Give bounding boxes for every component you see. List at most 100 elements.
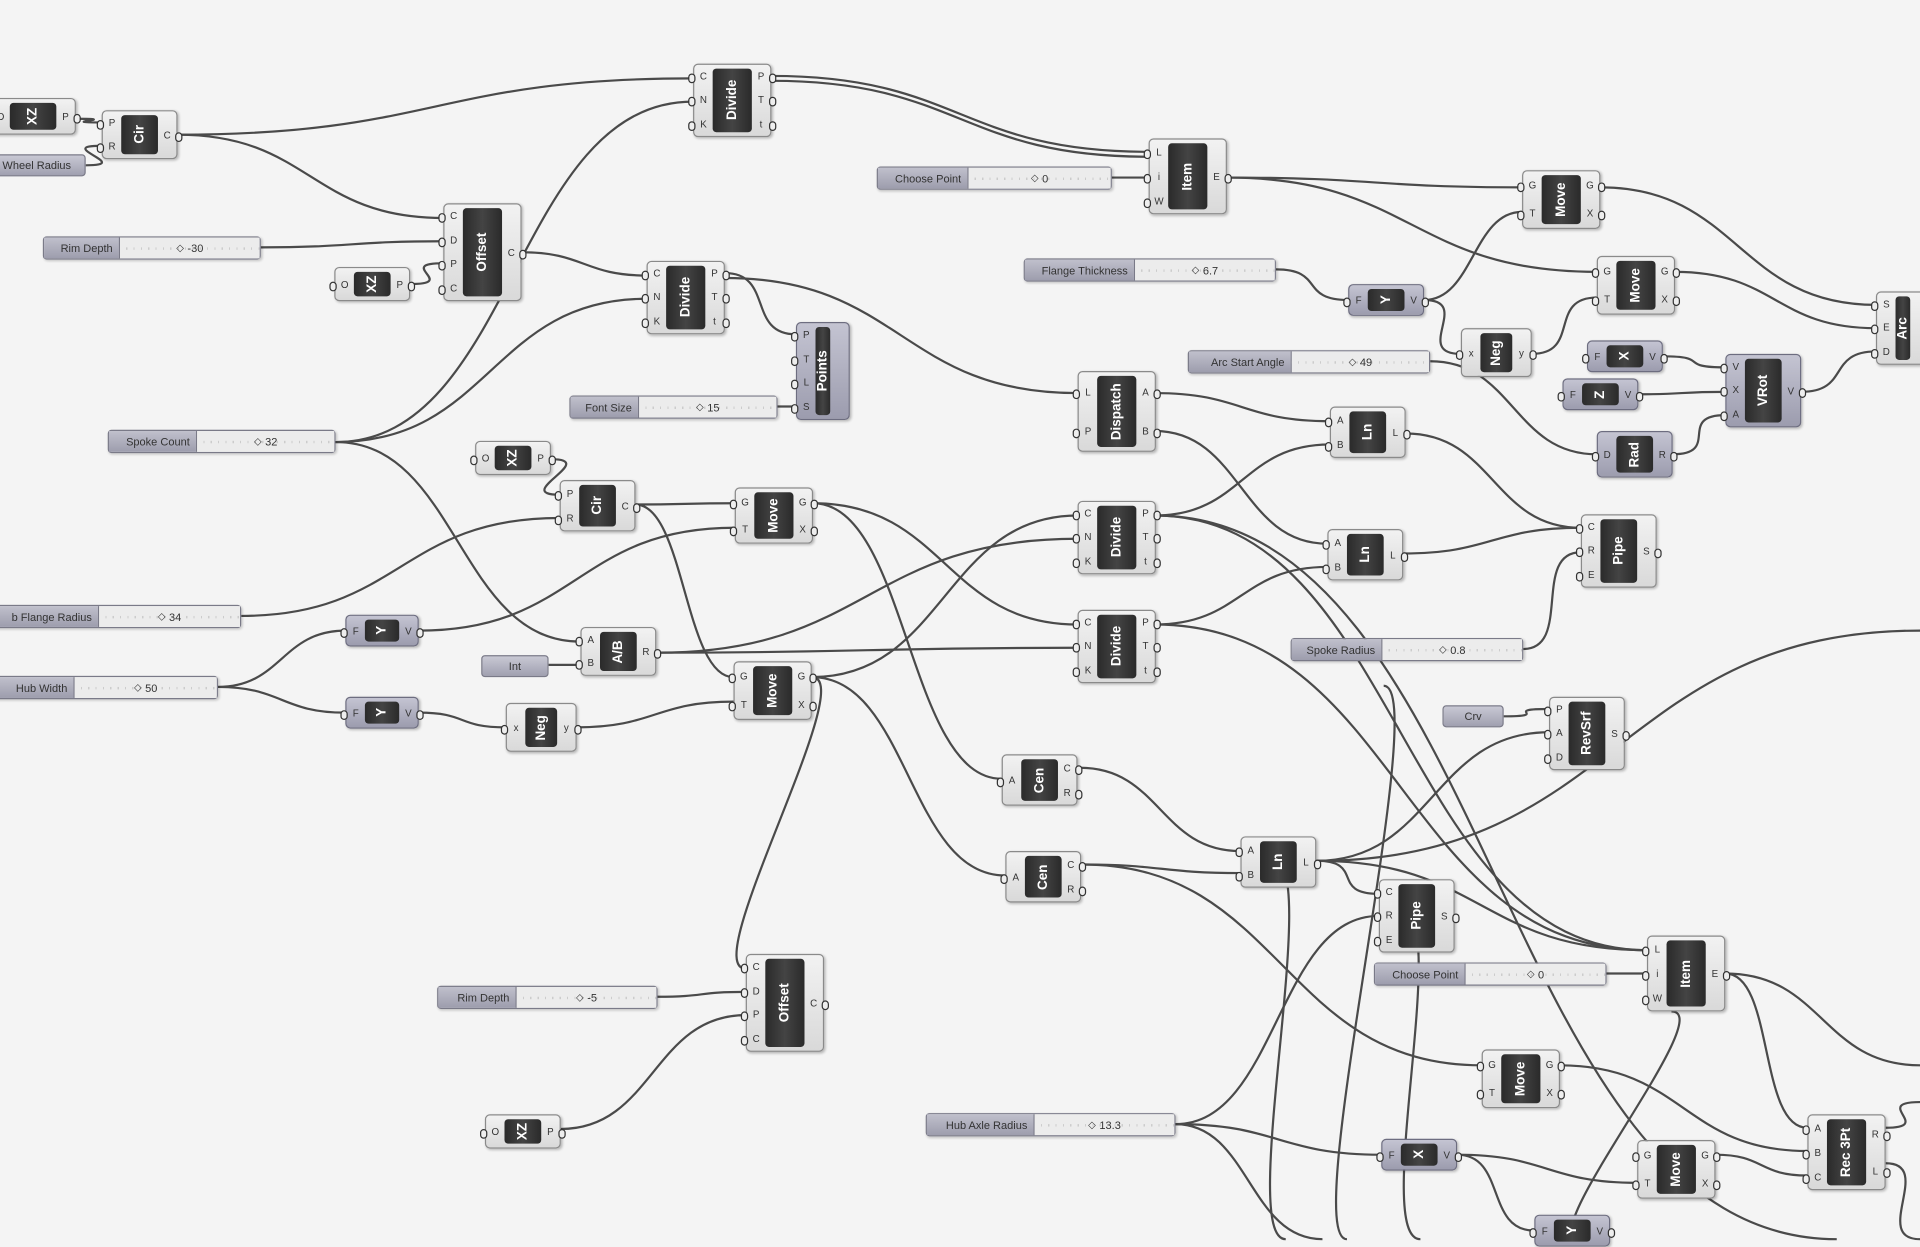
output-port[interactable]: C [1063, 762, 1083, 775]
output-port[interactable]: R [642, 645, 662, 659]
output-port[interactable]: E [1709, 968, 1731, 981]
output-port[interactable]: X [1585, 208, 1606, 221]
output-port[interactable]: L [1870, 1165, 1891, 1178]
input-port[interactable]: R [1373, 910, 1393, 923]
output-port[interactable]: t [756, 119, 777, 131]
slider-track[interactable]: ◇6.7 [1135, 259, 1275, 281]
slider-track[interactable]: ◇50 [74, 677, 217, 698]
slider-grip-icon[interactable]: ◇ [1526, 968, 1535, 980]
input-port[interactable]: F [340, 625, 361, 638]
input-port[interactable]: C [740, 961, 760, 974]
slider-grip-icon[interactable]: ◇ [1030, 172, 1039, 184]
input-port[interactable]: N [1072, 641, 1092, 654]
input-port[interactable]: C [1802, 1171, 1822, 1184]
input-port[interactable]: B [1322, 561, 1343, 574]
input-port[interactable]: G [728, 671, 748, 684]
input-port[interactable]: P [740, 1009, 762, 1022]
input-port[interactable]: T [1632, 1178, 1653, 1191]
output-port[interactable]: V [403, 625, 424, 638]
input-port[interactable]: C [1575, 521, 1595, 535]
output-port[interactable]: G [1660, 265, 1681, 278]
output-port[interactable]: C [507, 246, 527, 259]
input-port[interactable]: E [1373, 934, 1395, 947]
output-port[interactable]: V [1408, 294, 1429, 307]
input-port[interactable]: B [1324, 439, 1346, 452]
input-port[interactable]: K [1072, 556, 1093, 568]
input-port[interactable]: T [1476, 1087, 1498, 1100]
slider-grip-icon[interactable]: ◇ [576, 991, 584, 1003]
output-port[interactable]: B [1140, 426, 1161, 438]
number-slider[interactable]: Flange Thickness◇6.7 [1023, 258, 1276, 282]
output-port[interactable]: V [1647, 351, 1668, 364]
output-port[interactable]: S [1641, 546, 1662, 558]
input-port[interactable]: V [1720, 361, 1741, 374]
slider-track[interactable]: ◇-5 [516, 986, 657, 1008]
number-slider[interactable]: Rim Depth◇-30 [42, 236, 261, 260]
output-port[interactable]: G [798, 496, 818, 509]
slider-track[interactable]: ◇0 [968, 167, 1111, 189]
input-port[interactable]: C [438, 282, 458, 295]
output-port[interactable]: P [709, 268, 730, 281]
input-port[interactable]: L [1143, 146, 1164, 159]
input-port[interactable]: F [1376, 1149, 1397, 1162]
input-port[interactable]: C [1373, 886, 1393, 899]
input-port[interactable]: R [1575, 545, 1595, 558]
output-port[interactable]: X [796, 699, 817, 712]
input-port[interactable]: P [1544, 704, 1565, 717]
input-port[interactable]: O [329, 278, 349, 291]
input-port[interactable]: W [1642, 992, 1662, 1005]
input-port[interactable]: E [1575, 569, 1597, 582]
input-port[interactable]: D [438, 234, 458, 248]
output-port[interactable]: T [1140, 532, 1161, 545]
output-port[interactable]: C [621, 500, 641, 513]
input-port[interactable]: P [1072, 426, 1093, 438]
output-port[interactable]: t [1140, 556, 1161, 568]
output-port[interactable]: L [1300, 857, 1322, 869]
input-port[interactable]: K [1072, 665, 1093, 677]
input-port[interactable]: A [996, 774, 1018, 787]
input-port[interactable]: A [1000, 871, 1021, 884]
slider-track[interactable]: ◇0 [1465, 963, 1606, 985]
slider-track[interactable]: ◇49 [1291, 351, 1429, 373]
slider-track[interactable]: ◇34 [99, 606, 241, 627]
number-slider[interactable]: Choose Point◇0 [876, 166, 1112, 190]
output-port[interactable]: R [1063, 786, 1083, 799]
output-port[interactable]: R [1067, 883, 1087, 896]
input-port[interactable]: T [729, 523, 751, 536]
output-port[interactable]: P [545, 1126, 566, 1139]
output-port[interactable]: V [1622, 389, 1644, 402]
output-port[interactable]: X [1659, 294, 1681, 307]
input-port[interactable]: G [729, 496, 749, 509]
input-port[interactable]: L [1072, 386, 1093, 399]
input-port[interactable]: A [1235, 844, 1256, 857]
input-port[interactable]: E [1871, 323, 1892, 335]
slider-grip-icon[interactable]: ◇ [1191, 264, 1200, 276]
output-port[interactable]: T [756, 95, 777, 108]
input-port[interactable]: O [0, 111, 6, 122]
input-port[interactable]: P [96, 118, 118, 130]
output-port[interactable]: P [394, 279, 416, 291]
input-port[interactable]: N [1072, 532, 1092, 545]
input-port[interactable]: F [340, 707, 361, 720]
input-port[interactable]: P [791, 330, 812, 342]
